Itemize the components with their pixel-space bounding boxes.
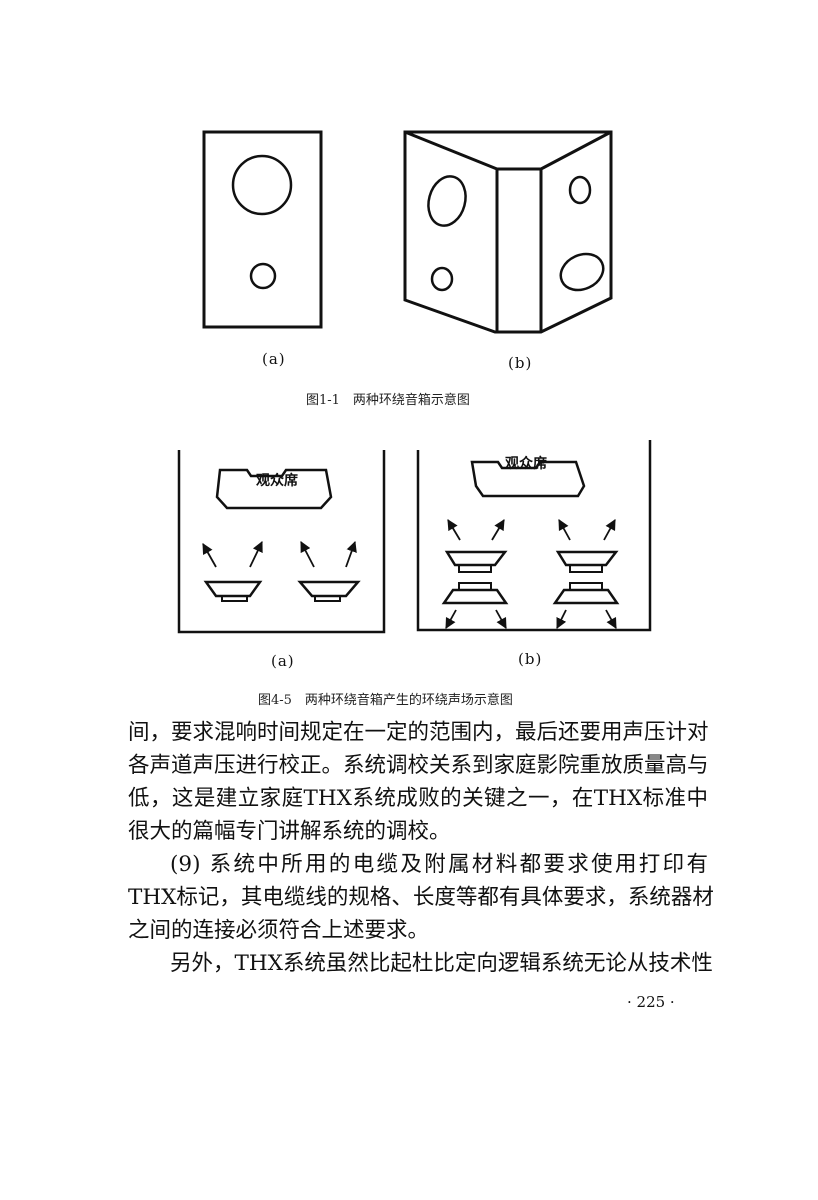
figure-1-label-b: (b) <box>508 354 533 372</box>
paragraph-3: 另外，THX系统虽然比起杜比定向逻辑系统无论从技术性 <box>128 947 713 980</box>
room-a <box>177 450 386 634</box>
text-line: 各声道声压进行校正。系统调校关系到家庭影院重放质量高与 <box>128 753 709 778</box>
text-line: 间，要求混响时间规定在一定的范围内，最后还要用声压计对 <box>128 720 709 745</box>
figure-1-caption: 图1-1 两种环绕音箱示意图 <box>306 393 470 408</box>
text-line: 低，这是建立家庭THX系统成败的关键之一，在THX标准中 <box>128 786 708 811</box>
figure-2-drawing: 观众席 观众席 <box>177 440 652 634</box>
text-line: (9) 系统中所用的电缆及附属材料都要求使用打印有 <box>170 852 708 877</box>
text-line: THX标记，其电缆线的规格、长度等都有具体要求，系统器材 <box>128 885 714 910</box>
paragraph-2: (9) 系统中所用的电缆及附属材料都要求使用打印有 THX标记，其电缆线的规格、… <box>128 848 714 947</box>
figure-1-label-a: (a) <box>262 350 286 368</box>
figure-2-label-b: (b) <box>518 650 543 668</box>
audience-label-b: 观众席 <box>505 455 547 472</box>
page-number: · 225 · <box>627 993 675 1011</box>
audience-label-a: 观众席 <box>256 472 298 489</box>
monopole-speaker-box <box>202 130 323 329</box>
room-b <box>416 440 652 632</box>
dipole-speaker-box <box>403 130 613 334</box>
text-line: 之间的连接必须符合上述要求。 <box>128 918 430 943</box>
paragraph-1: 间，要求混响时间规定在一定的范围内，最后还要用声压计对 各声道声压进行校正。系统… <box>128 716 709 848</box>
figure-2: 观众席 观众席 <box>150 440 680 640</box>
figure-2-label-a: (a) <box>271 652 295 670</box>
figure-2-caption: 图4-5 两种环绕音箱产生的环绕声场示意图 <box>258 693 513 708</box>
figure-1 <box>195 122 625 342</box>
text-line: 另外，THX系统虽然比起杜比定向逻辑系统无论从技术性 <box>170 951 713 976</box>
figure-1-drawing <box>202 130 613 334</box>
text-line: 很大的篇幅专门讲解系统的调校。 <box>128 819 451 844</box>
